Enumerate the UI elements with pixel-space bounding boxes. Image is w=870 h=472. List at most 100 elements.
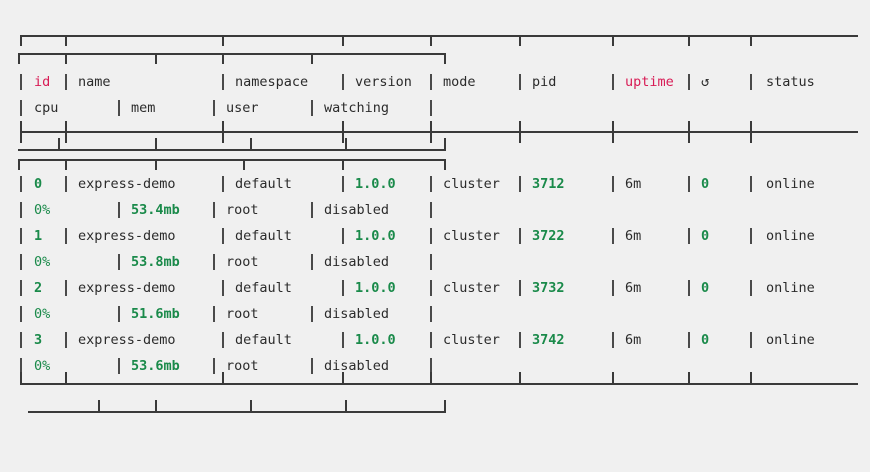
col-divider bbox=[688, 74, 690, 90]
col-divider bbox=[430, 280, 432, 296]
col-divider bbox=[20, 228, 22, 244]
col-divider bbox=[20, 74, 22, 90]
col-divider bbox=[20, 100, 22, 116]
col-divider bbox=[118, 306, 120, 322]
cell-watching: disabled bbox=[324, 358, 390, 374]
restart-icon: ↺ bbox=[701, 74, 710, 90]
cell-pid: 3712 bbox=[532, 176, 565, 192]
col-divider bbox=[20, 306, 22, 322]
cell-restarts: 0 bbox=[701, 280, 710, 296]
header-mode: mode bbox=[443, 74, 476, 90]
col-divider bbox=[688, 176, 690, 192]
table-header-row-primary: id name namespace version mode pid uptim… bbox=[0, 72, 870, 92]
cell-status: online bbox=[766, 228, 815, 244]
cell-cpu: 0% bbox=[34, 306, 51, 322]
col-divider bbox=[222, 176, 224, 192]
col-divider bbox=[342, 228, 344, 244]
header-watching: watching bbox=[324, 100, 390, 116]
col-divider bbox=[612, 280, 614, 296]
table-row-continuation[interactable]: 0% 51.6mb root disabled bbox=[0, 304, 870, 324]
cell-restarts: 0 bbox=[701, 332, 710, 348]
col-divider bbox=[311, 254, 313, 270]
col-divider bbox=[688, 332, 690, 348]
col-divider bbox=[612, 228, 614, 244]
col-divider bbox=[222, 74, 224, 90]
header-status: status bbox=[766, 74, 815, 90]
col-divider bbox=[750, 332, 752, 348]
col-divider bbox=[65, 280, 67, 296]
cell-cpu: 0% bbox=[34, 202, 51, 218]
cell-status: online bbox=[766, 176, 815, 192]
col-divider bbox=[519, 332, 521, 348]
col-divider bbox=[311, 100, 313, 116]
cell-version: 1.0.0 bbox=[355, 280, 396, 296]
col-divider bbox=[519, 74, 521, 90]
cell-user: root bbox=[226, 202, 259, 218]
cell-mode: cluster bbox=[443, 228, 500, 244]
header-id: id bbox=[34, 74, 51, 90]
header-name: name bbox=[78, 74, 111, 90]
header-uptime: uptime bbox=[625, 74, 674, 90]
col-divider bbox=[430, 306, 432, 322]
col-divider bbox=[20, 254, 22, 270]
cell-watching: disabled bbox=[324, 306, 390, 322]
cell-pid: 3742 bbox=[532, 332, 565, 348]
col-divider bbox=[688, 228, 690, 244]
col-divider bbox=[430, 176, 432, 192]
cell-watching: disabled bbox=[324, 202, 390, 218]
cell-name: express-demo bbox=[78, 176, 176, 192]
col-divider bbox=[688, 280, 690, 296]
cell-watching: disabled bbox=[324, 254, 390, 270]
col-divider bbox=[430, 228, 432, 244]
cell-name: express-demo bbox=[78, 228, 176, 244]
cell-cpu: 0% bbox=[34, 254, 51, 270]
cell-user: root bbox=[226, 254, 259, 270]
col-divider bbox=[342, 176, 344, 192]
col-divider bbox=[311, 358, 313, 374]
terminal-output: id name namespace version mode pid uptim… bbox=[0, 35, 870, 413]
cell-uptime: 6m bbox=[625, 228, 642, 244]
cell-uptime: 6m bbox=[625, 280, 642, 296]
col-divider bbox=[65, 176, 67, 192]
cell-version: 1.0.0 bbox=[355, 228, 396, 244]
col-divider bbox=[65, 332, 67, 348]
col-divider bbox=[430, 254, 432, 270]
cell-namespace: default bbox=[235, 332, 292, 348]
cell-name: express-demo bbox=[78, 280, 176, 296]
col-divider bbox=[311, 202, 313, 218]
cell-status: online bbox=[766, 280, 815, 296]
cell-user: root bbox=[226, 358, 259, 374]
col-divider bbox=[430, 358, 432, 374]
col-divider bbox=[20, 280, 22, 296]
header-pid: pid bbox=[532, 74, 557, 90]
cell-mem: 51.6mb bbox=[131, 306, 180, 322]
col-divider bbox=[311, 306, 313, 322]
cell-mem: 53.8mb bbox=[131, 254, 180, 270]
col-divider bbox=[118, 100, 120, 116]
col-divider bbox=[430, 332, 432, 348]
cell-pid: 3732 bbox=[532, 280, 565, 296]
cell-user: root bbox=[226, 306, 259, 322]
col-divider bbox=[430, 100, 432, 116]
col-divider bbox=[20, 332, 22, 348]
col-divider bbox=[118, 254, 120, 270]
cell-restarts: 0 bbox=[701, 176, 710, 192]
col-divider bbox=[612, 332, 614, 348]
cell-version: 1.0.0 bbox=[355, 176, 396, 192]
cell-mode: cluster bbox=[443, 176, 500, 192]
col-divider bbox=[612, 176, 614, 192]
header-version: version bbox=[355, 74, 412, 90]
col-divider bbox=[430, 74, 432, 90]
col-divider bbox=[213, 306, 215, 322]
col-divider bbox=[222, 332, 224, 348]
cell-id: 2 bbox=[34, 280, 43, 296]
col-divider bbox=[118, 358, 120, 374]
table-row-continuation[interactable]: 0% 53.8mb root disabled bbox=[0, 252, 870, 272]
col-divider bbox=[20, 202, 22, 218]
